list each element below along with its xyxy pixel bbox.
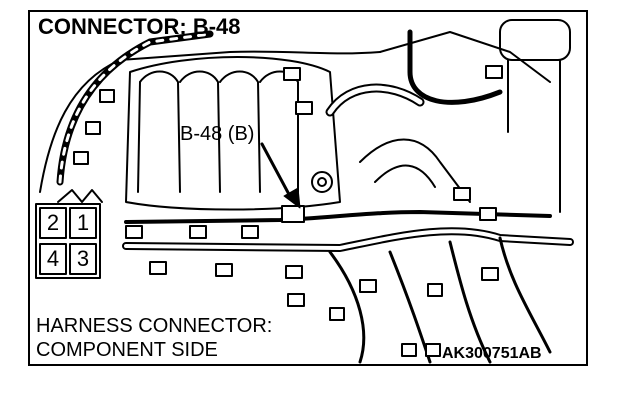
figure-code: AK300751AB (442, 345, 542, 362)
connector-face (35, 189, 103, 279)
connector-pin-1: 1 (76, 210, 90, 235)
caption-line-1: HARNESS CONNECTOR: (36, 315, 273, 337)
sensor (311, 171, 333, 193)
callout-arrowhead (283, 187, 301, 209)
b48-connector (281, 205, 305, 223)
air-hose (359, 138, 471, 203)
diagram-frame: CONNECTOR: B-48 B-48 (B) 2 1 4 3 HARNESS… (28, 10, 588, 366)
intake-manifold (125, 56, 341, 211)
left-harness (56, 30, 214, 186)
reservoir (499, 19, 571, 61)
connector-callout-label: B-48 (B) (180, 123, 255, 145)
harness-connectors (73, 65, 503, 357)
engine-block-right (379, 31, 551, 83)
connector-title: CONNECTOR: B-48 (38, 14, 241, 39)
engine-bay-illustration (35, 19, 574, 364)
connector-pin-2: 2 (46, 210, 60, 235)
caption-line-2: COMPONENT SIDE (36, 339, 218, 361)
connector-pin-4: 4 (46, 246, 60, 271)
callout-arrow (260, 142, 294, 202)
connector-pin-3: 3 (76, 246, 90, 271)
